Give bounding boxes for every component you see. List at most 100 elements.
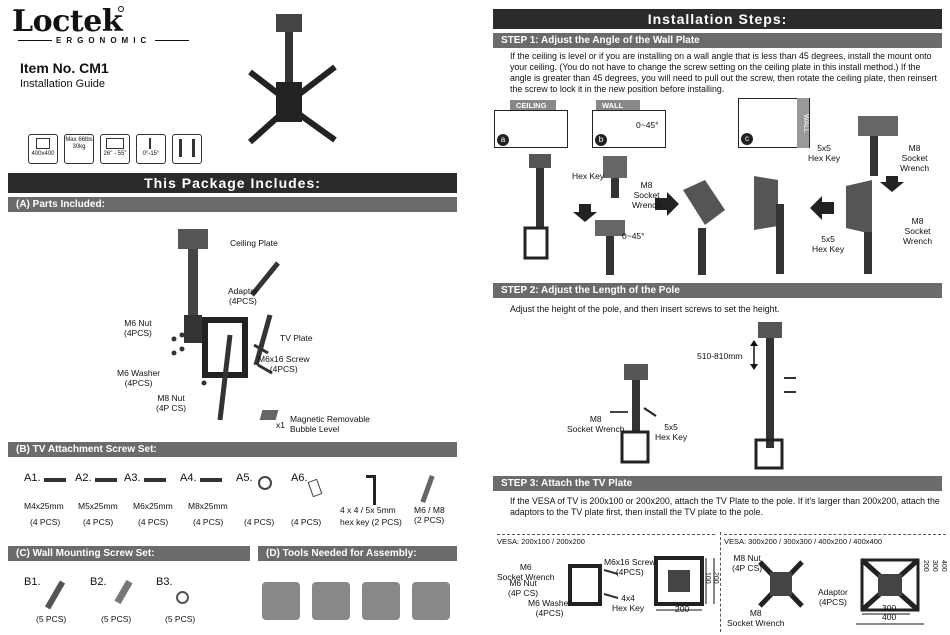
badge-b: b	[595, 134, 607, 146]
item-a6-qty: (4 PCS)	[291, 517, 322, 527]
bubble-level-icon	[259, 410, 279, 420]
label-m6x16-screw: M6x16 Screw (4PCS)	[258, 354, 310, 374]
s3-large-nut: M8 Nut (4P CS)	[732, 553, 763, 573]
washer-b3-icon	[176, 591, 189, 604]
screw-a1-qty: (4 PCS)	[30, 517, 61, 527]
socket-label-b: M8 Socket Wrench	[632, 180, 662, 210]
screw-a4-qty: (4 PCS)	[193, 517, 224, 527]
brand-sub: ERGONOMIC	[14, 36, 193, 45]
wall-vertical-tab: WALL	[797, 98, 809, 148]
screw-a4-size: M8x25mm	[188, 501, 228, 511]
wall-screw-b3-qty: (5 PCS)	[165, 614, 196, 624]
lag-bolt-icon	[44, 580, 66, 610]
anchor-icon	[114, 579, 133, 605]
panel-b	[592, 110, 666, 148]
vesa-large-label: VESA: 300x200 / 300x300 / 400x200 / 400x…	[724, 534, 946, 546]
dim-large-h3: 400	[940, 560, 947, 572]
spacer-icon	[307, 478, 323, 498]
weight-icon: Max 66lbs 30kg	[64, 134, 94, 164]
s3-small-socket: M6 Socket Wrench	[497, 562, 555, 582]
item-a5-id: A5.	[236, 472, 253, 484]
hex-key-label-c1: 5x5 Hex Key	[808, 143, 841, 163]
screw-a3-qty: (4 PCS)	[138, 517, 169, 527]
socket-label-c2: M8 Socket Wrench	[903, 216, 933, 246]
label-m8-nut: M8 Nut (4P CS)	[156, 393, 187, 413]
step1-diagram-ab	[523, 154, 725, 275]
socket-label-c1: M8 Socket Wrench	[900, 143, 930, 173]
tv-screws-title: (B) TV Attachment Screw Set:	[8, 442, 457, 457]
dim-large-h1: 200	[922, 560, 929, 572]
dim-large-w1: 300	[882, 603, 897, 613]
dim-small-w: 200	[675, 604, 690, 614]
bubble-qty: x1	[276, 420, 285, 430]
wall-screw-b1-qty: (5 PCS)	[36, 614, 67, 624]
screw-a3-id: A3.	[124, 472, 141, 484]
wall-screws-title: (C) Wall Mounting Screw Set:	[8, 546, 250, 561]
item-a6-id: A6.	[291, 472, 308, 484]
step2-hex-label: 5x5 Hex Key	[655, 422, 688, 442]
drill-bit-icon	[262, 582, 300, 620]
product-hero-image	[247, 14, 337, 145]
tab-ceiling: CEILING	[510, 100, 556, 111]
vesa-small-label: VESA: 200x100 / 200x200	[497, 534, 715, 546]
dim-large-w2: 400	[882, 612, 897, 622]
package-title: This Package Includes:	[8, 173, 457, 193]
socket-wrench-icon	[420, 474, 435, 504]
screw-a1-id: A1.	[24, 472, 41, 484]
screw-a2-size: M5x25mm	[78, 501, 118, 511]
wall-screw-b3-id: B3.	[156, 576, 173, 588]
dim-small-h1: 100	[704, 572, 711, 584]
screw-a3-size: M6x25mm	[133, 501, 173, 511]
hex-key-size: 4 x 4 / 5x 5mm	[340, 505, 396, 515]
step2-diagram	[610, 322, 796, 470]
screen-size-icon: 26" - 55"	[100, 134, 130, 164]
hex-key-qty: hex key (2 PCS)	[340, 517, 402, 527]
label-adaptor: Adaptor (4PCS)	[228, 286, 258, 306]
label-m6-washer: M6 Washer (4PCS)	[117, 368, 161, 388]
screw-a2-icon	[95, 478, 117, 482]
item-number: Item No. CM1	[20, 60, 109, 76]
brand-logo: Loctek	[12, 4, 123, 39]
screw-a1-icon	[44, 478, 66, 482]
screw-a3-icon	[144, 478, 166, 482]
vesa-divider	[720, 532, 721, 632]
s3-large-adaptor: Adaptor (4PCS)	[818, 587, 848, 607]
pole-icon	[172, 134, 202, 164]
tab-wall: WALL	[596, 100, 640, 111]
drill-icon	[362, 582, 400, 620]
s3-small-screw: M6x16 Screw (4PCS)	[604, 557, 656, 577]
step2-title: STEP 2: Adjust the Length of the Pole	[493, 283, 942, 298]
pole-range: 510-810mm	[697, 351, 743, 361]
screw-a4-id: A4.	[180, 472, 197, 484]
angle-label-2: 0~45°	[622, 231, 645, 241]
screw-a1-size: M4x25mm	[24, 501, 64, 511]
parts-title: (A) Parts Included:	[8, 197, 457, 212]
s3-small-hex: 4x4 Hex Key	[612, 593, 645, 613]
angle-label-1: 0~45°	[636, 120, 659, 130]
tools-title: (D) Tools Needed for Assembly:	[258, 546, 457, 561]
hex-key-label-b: Hex Key	[572, 171, 605, 181]
wrench-qty: (2 PCS)	[414, 515, 445, 525]
step3-large-diagram	[758, 558, 924, 625]
step2-text: Adjust the height of the pole, and then …	[510, 304, 780, 314]
badge-c: c	[741, 133, 753, 145]
install-title: Installation Steps:	[493, 9, 942, 29]
screw-a2-qty: (4 PCS)	[83, 517, 114, 527]
screw-a4-icon	[200, 478, 222, 482]
dim-small-h2: 200	[712, 572, 719, 584]
step3-small-diagram	[568, 556, 715, 611]
step3-title: STEP 3: Attach the TV Plate	[493, 476, 942, 491]
label-m6-nut: M6 Nut (4PCS)	[124, 318, 152, 338]
s3-small-washer: M6 Washer (4PCS)	[528, 598, 572, 618]
label-bubble-level: Magnetic Removable Bubble Level	[290, 414, 370, 434]
tape-measure-icon	[412, 582, 450, 620]
s3-large-socket: M8 Socket Wrench	[727, 608, 785, 628]
screwdriver-icon	[312, 582, 350, 620]
washer-icon	[258, 476, 272, 490]
s3-small-nut: M6 Nut (4P CS)	[508, 578, 539, 598]
guide-title: Installation Guide	[20, 78, 105, 90]
step1-text: If the ceiling is level or if you are in…	[510, 51, 937, 94]
item-a5-qty: (4 PCS)	[244, 517, 275, 527]
vesa-icon: 400x400	[28, 134, 58, 164]
step3-text: If the VESA of TV is 200x100 or 200x200,…	[510, 496, 940, 517]
